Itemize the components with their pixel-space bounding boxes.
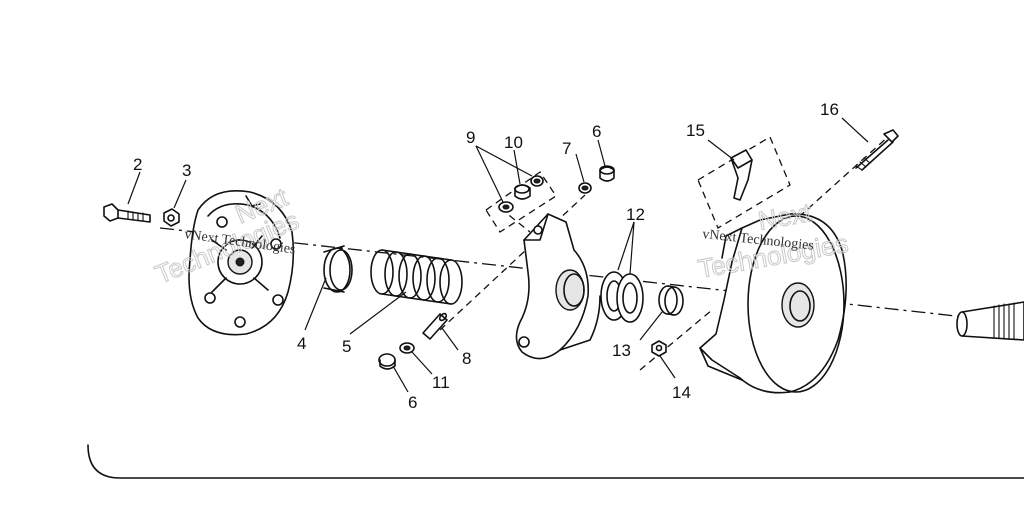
callout-13: 13 [612,341,631,360]
leader-lines [127,117,869,393]
bracket-15 [697,136,791,229]
part-5-spring [370,249,463,305]
part-6-roller-top [599,165,615,182]
callout-6-bottom: 6 [408,393,417,412]
part-10-roller [514,184,531,200]
part-9-nut [530,175,544,187]
callout-15: 15 [686,121,705,140]
callout-6-top: 6 [592,122,601,141]
left-cover-plate [188,190,295,336]
part-14-nut [651,340,667,357]
guide-line-16 [789,134,891,226]
part-8-pin [422,312,448,340]
part-16-bolt [855,129,899,171]
part-15-clip [730,149,753,201]
part-11-washer [399,342,415,354]
part-13-bushing [658,285,684,316]
part-3-nut [163,208,180,227]
callout-16: 16 [820,100,839,119]
part-7-washer [578,182,592,194]
callout-12: 12 [626,205,645,224]
callout-10: 10 [504,133,523,152]
callout-5: 5 [342,337,351,356]
fixed-shaft [956,301,1024,341]
part-2-bolt [103,203,151,223]
callout-14: 14 [672,383,691,402]
spider-bracket [515,213,601,360]
guide-line-14 [639,309,713,371]
part-4-bushing [323,245,353,293]
main-axis-line [159,227,1011,323]
callout-8: 8 [462,349,471,368]
bracket-9-10 [485,171,557,233]
callout-7: 7 [562,139,571,158]
callout-2: 2 [133,155,142,174]
part-12-rings [600,271,644,323]
part-9-washer [498,201,514,213]
callout-3: 3 [182,161,191,180]
callout-4: 4 [297,334,306,353]
large-sheave [699,213,847,394]
guide-line-8 [439,194,586,331]
callout-11: 11 [432,373,450,392]
callout-labels: 2 3 4 5 6 6 7 8 9 10 11 12 13 14 15 16 [133,100,839,412]
callout-9: 9 [466,128,475,147]
page-border-curve [87,444,1024,479]
part-6-roller-bottom [378,353,396,370]
